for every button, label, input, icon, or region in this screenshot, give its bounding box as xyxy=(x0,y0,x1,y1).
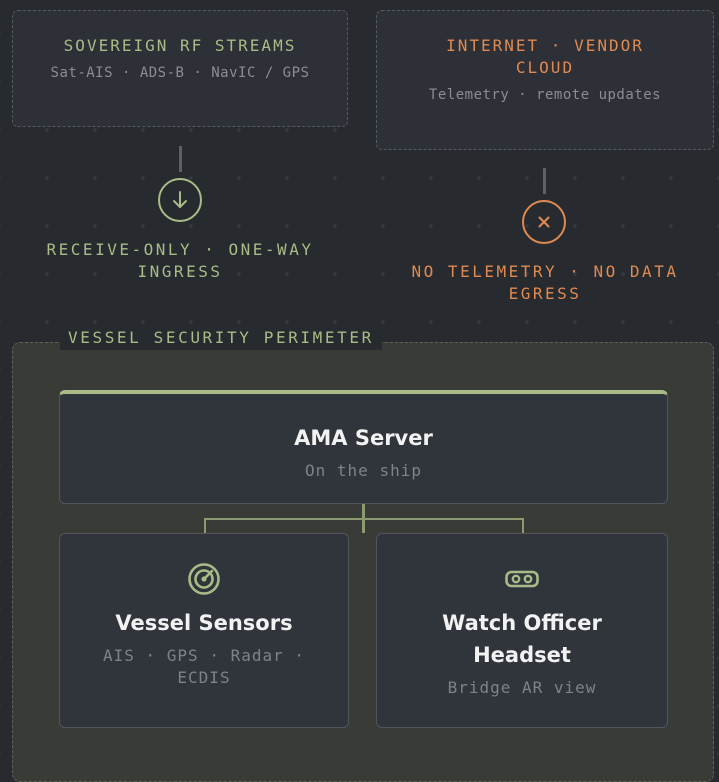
ingress-label: RECEIVE-ONLY · ONE-WAY INGRESS xyxy=(46,240,314,281)
egress-connector-line xyxy=(543,168,546,194)
watch-officer-headset-card: Watch Officer Headset Bridge AR view xyxy=(376,533,668,728)
headset-icon-wrap xyxy=(435,562,609,596)
internet-vendor-cloud-title: INTERNET · VENDOR CLOUD xyxy=(446,36,644,77)
sovereign-rf-streams-subtitle: Sat-AIS · ADS-B · NavIC / GPS xyxy=(50,65,310,81)
ingress-indicator xyxy=(158,178,202,222)
internet-vendor-cloud-box: INTERNET · VENDOR CLOUD Telemetry · remo… xyxy=(376,10,714,150)
sovereign-rf-streams-title: SOVEREIGN RF STREAMS xyxy=(63,36,297,55)
ingress-connector-line xyxy=(179,146,182,172)
egress-indicator xyxy=(522,200,566,244)
ama-server-subtitle: On the ship xyxy=(305,461,422,480)
sensors-drop-line xyxy=(204,518,206,534)
ama-server-title: AMA Server xyxy=(294,426,433,450)
x-icon xyxy=(538,216,550,228)
egress-label: NO TELEMETRY · NO DATA EGRESS xyxy=(411,262,679,303)
vessel-sensors-title: Vessel Sensors xyxy=(115,611,293,635)
internet-vendor-cloud-subtitle: Telemetry · remote updates xyxy=(428,87,662,103)
headset-drop-line xyxy=(522,518,524,534)
branch-line xyxy=(205,518,524,520)
sovereign-rf-streams-box: SOVEREIGN RF STREAMS Sat-AIS · ADS-B · N… xyxy=(12,10,348,127)
watch-officer-headset-title: Watch Officer Headset xyxy=(442,611,602,667)
vessel-sensors-subtitle: AIS · GPS · Radar · ECDIS xyxy=(102,646,306,687)
radar-icon xyxy=(188,563,220,595)
headset-icon xyxy=(505,570,539,588)
arrow-down-icon xyxy=(173,191,187,208)
vessel-security-perimeter-label: VESSEL SECURITY PERIMETER xyxy=(60,326,382,350)
ama-server-card: AMA Server On the ship xyxy=(59,390,668,504)
vessel-sensors-card: Vessel Sensors AIS · GPS · Radar · ECDIS xyxy=(59,533,349,728)
watch-officer-headset-subtitle: Bridge AR view xyxy=(447,678,597,697)
vessel-sensors-icon-wrap xyxy=(84,562,324,596)
